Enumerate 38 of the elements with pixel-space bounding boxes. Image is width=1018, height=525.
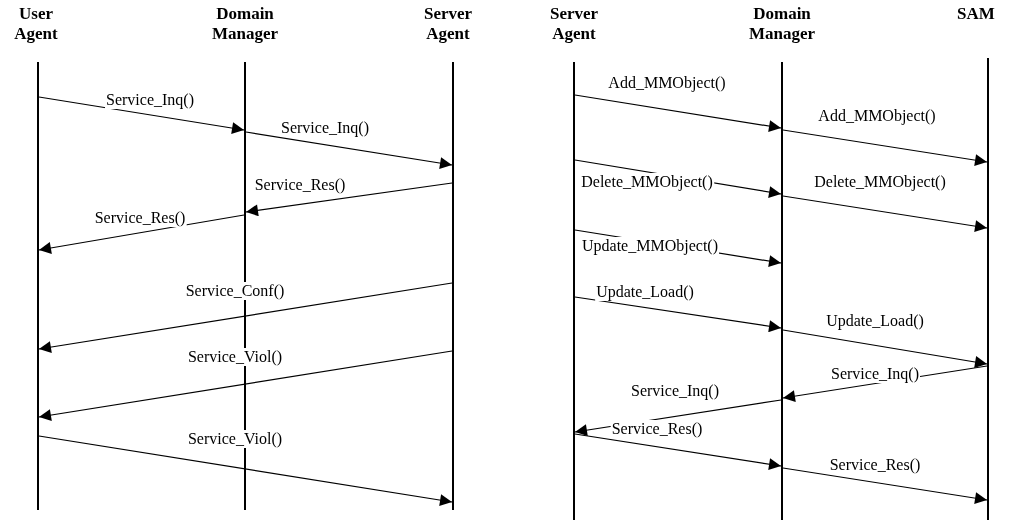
- message-arrow: [574, 433, 782, 471]
- message-label: Delete_MMObject(): [813, 173, 947, 191]
- message-label: Service_Res(): [828, 456, 922, 474]
- message-label: Add_MMObject(): [607, 74, 727, 92]
- message-arrow: [574, 296, 782, 333]
- message-label: Service_Viol(): [186, 430, 284, 448]
- message-label: Service_Inq(): [280, 119, 370, 137]
- message-arrow: [38, 435, 453, 507]
- participant-label: Domain Manager: [210, 4, 280, 44]
- message-label: Service_Viol(): [186, 348, 284, 366]
- message-label: Service_Res(): [253, 176, 347, 194]
- message-arrow: [782, 195, 988, 233]
- message-arrow: [782, 329, 988, 368]
- message-arrow: [245, 182, 453, 217]
- message-arrow: [782, 467, 988, 505]
- message-label: Service_Res(): [610, 420, 704, 438]
- message-arrow: [574, 94, 782, 133]
- participant-label: Server Agent: [548, 4, 600, 44]
- message-label: Service_Res(): [93, 209, 187, 227]
- message-arrow: [38, 350, 453, 422]
- message-label: Add_MMObject(): [817, 107, 937, 125]
- message-arrow: [782, 129, 988, 167]
- message-label: Service_Inq(): [105, 91, 195, 109]
- message-arrow: [38, 214, 245, 254]
- message-arrow: [245, 131, 453, 170]
- message-arrow: [38, 282, 453, 354]
- participant-label: Server Agent: [422, 4, 474, 44]
- message-label: Service_Inq(): [630, 382, 720, 400]
- message-label: Service_Inq(): [830, 365, 920, 383]
- participant-label: User Agent: [13, 4, 59, 44]
- message-label: Service_Conf(): [184, 282, 286, 300]
- message-label: Update_Load(): [595, 283, 695, 301]
- message-label: Update_Load(): [825, 312, 925, 330]
- participant-label: Domain Manager: [747, 4, 817, 44]
- message-label: Delete_MMObject(): [580, 173, 714, 191]
- participant-label: SAM: [956, 4, 996, 24]
- message-label: Update_MMObject(): [581, 237, 719, 255]
- message-arrow: [38, 96, 245, 134]
